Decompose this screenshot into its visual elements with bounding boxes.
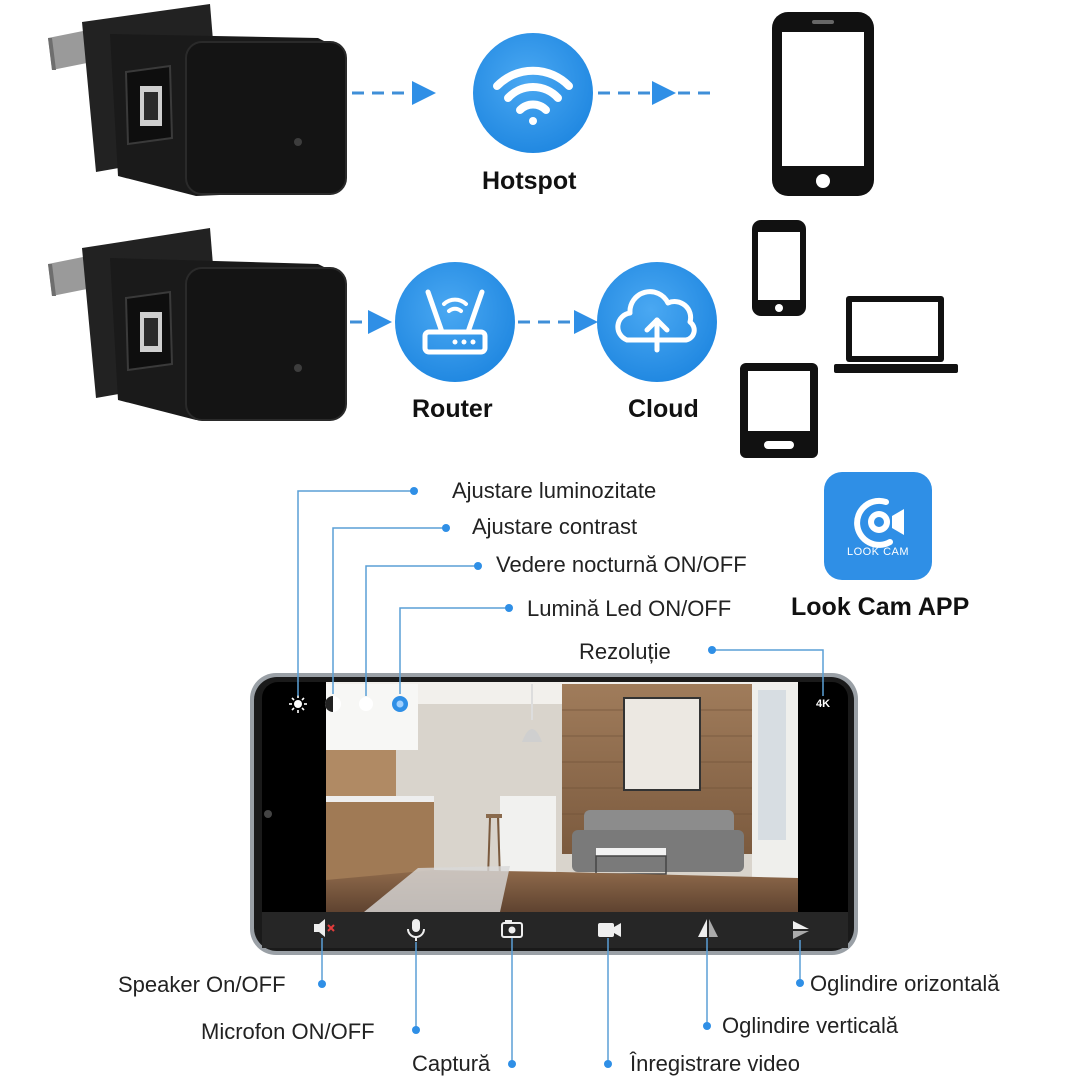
callout-contrast: Ajustare contrast	[472, 514, 638, 539]
router-icon	[395, 262, 515, 382]
cloud-label: Cloud	[628, 395, 699, 423]
sun-brightness-icon[interactable]	[289, 695, 307, 713]
led-light-icon[interactable]	[392, 696, 408, 712]
callout-dots-bottom	[318, 979, 804, 1068]
connection-diagram	[48, 4, 958, 458]
look-cam-app-icon[interactable]: LOOK CAM	[824, 472, 932, 580]
arrow-head	[574, 310, 598, 334]
tablet-icon	[740, 363, 818, 458]
video-record-icon[interactable]	[598, 923, 621, 937]
vertical-mirror-icon[interactable]	[698, 919, 718, 937]
callout-microphone: Microfon ON/OFF	[201, 1019, 375, 1044]
callout-resolution: Rezoluție	[579, 639, 671, 664]
app-name: Look Cam APP	[791, 593, 970, 621]
arrow-head	[652, 81, 676, 105]
resolution-badge[interactable]: 4K	[816, 698, 830, 710]
arrow-head	[368, 310, 392, 334]
contrast-icon[interactable]	[325, 696, 341, 712]
camera-logo-icon	[854, 497, 904, 548]
callout-speaker: Speaker On/OFF	[118, 972, 286, 997]
callout-brightness: Ajustare luminozitate	[452, 478, 657, 503]
speaker-icon[interactable]	[314, 919, 335, 937]
microphone-icon[interactable]	[407, 919, 425, 941]
camera-live-view	[326, 682, 798, 912]
callout-horizontal-mirror: Oglindire orizontală	[810, 971, 1000, 996]
laptop-icon	[834, 296, 958, 373]
callout-night-vision: Vedere nocturnă ON/OFF	[496, 552, 747, 577]
callout-lines-top	[297, 490, 824, 696]
callout-dots-top	[410, 487, 716, 654]
smartphone-icon	[772, 12, 874, 196]
charger-camera-2	[48, 228, 347, 421]
control-toolbar	[262, 912, 848, 948]
smartphone-small-icon	[752, 220, 806, 316]
callout-lines-bottom	[321, 938, 801, 1064]
charger-camera-1	[48, 4, 347, 196]
night-vision-icon[interactable]	[359, 697, 373, 711]
capture-camera-icon[interactable]	[501, 920, 523, 938]
arrow-head	[412, 81, 436, 105]
hotspot-label: Hotspot	[482, 167, 577, 195]
callout-led-light: Lumină Led ON/OFF	[527, 596, 732, 621]
router-label: Router	[412, 395, 493, 423]
horizontal-mirror-icon[interactable]	[793, 921, 809, 939]
wifi-icon	[473, 33, 593, 153]
resolution-badge-text: 4K	[816, 698, 830, 710]
callout-capture: Captură	[412, 1051, 491, 1076]
phone-ui-illustration: 4K	[250, 487, 858, 1068]
app-icon-caption: LOOK CAM	[846, 546, 910, 558]
callout-vertical-mirror: Oglindire verticală	[722, 1013, 899, 1038]
cloud-upload-icon	[597, 262, 717, 382]
callout-video-record: Înregistrare video	[630, 1051, 800, 1076]
